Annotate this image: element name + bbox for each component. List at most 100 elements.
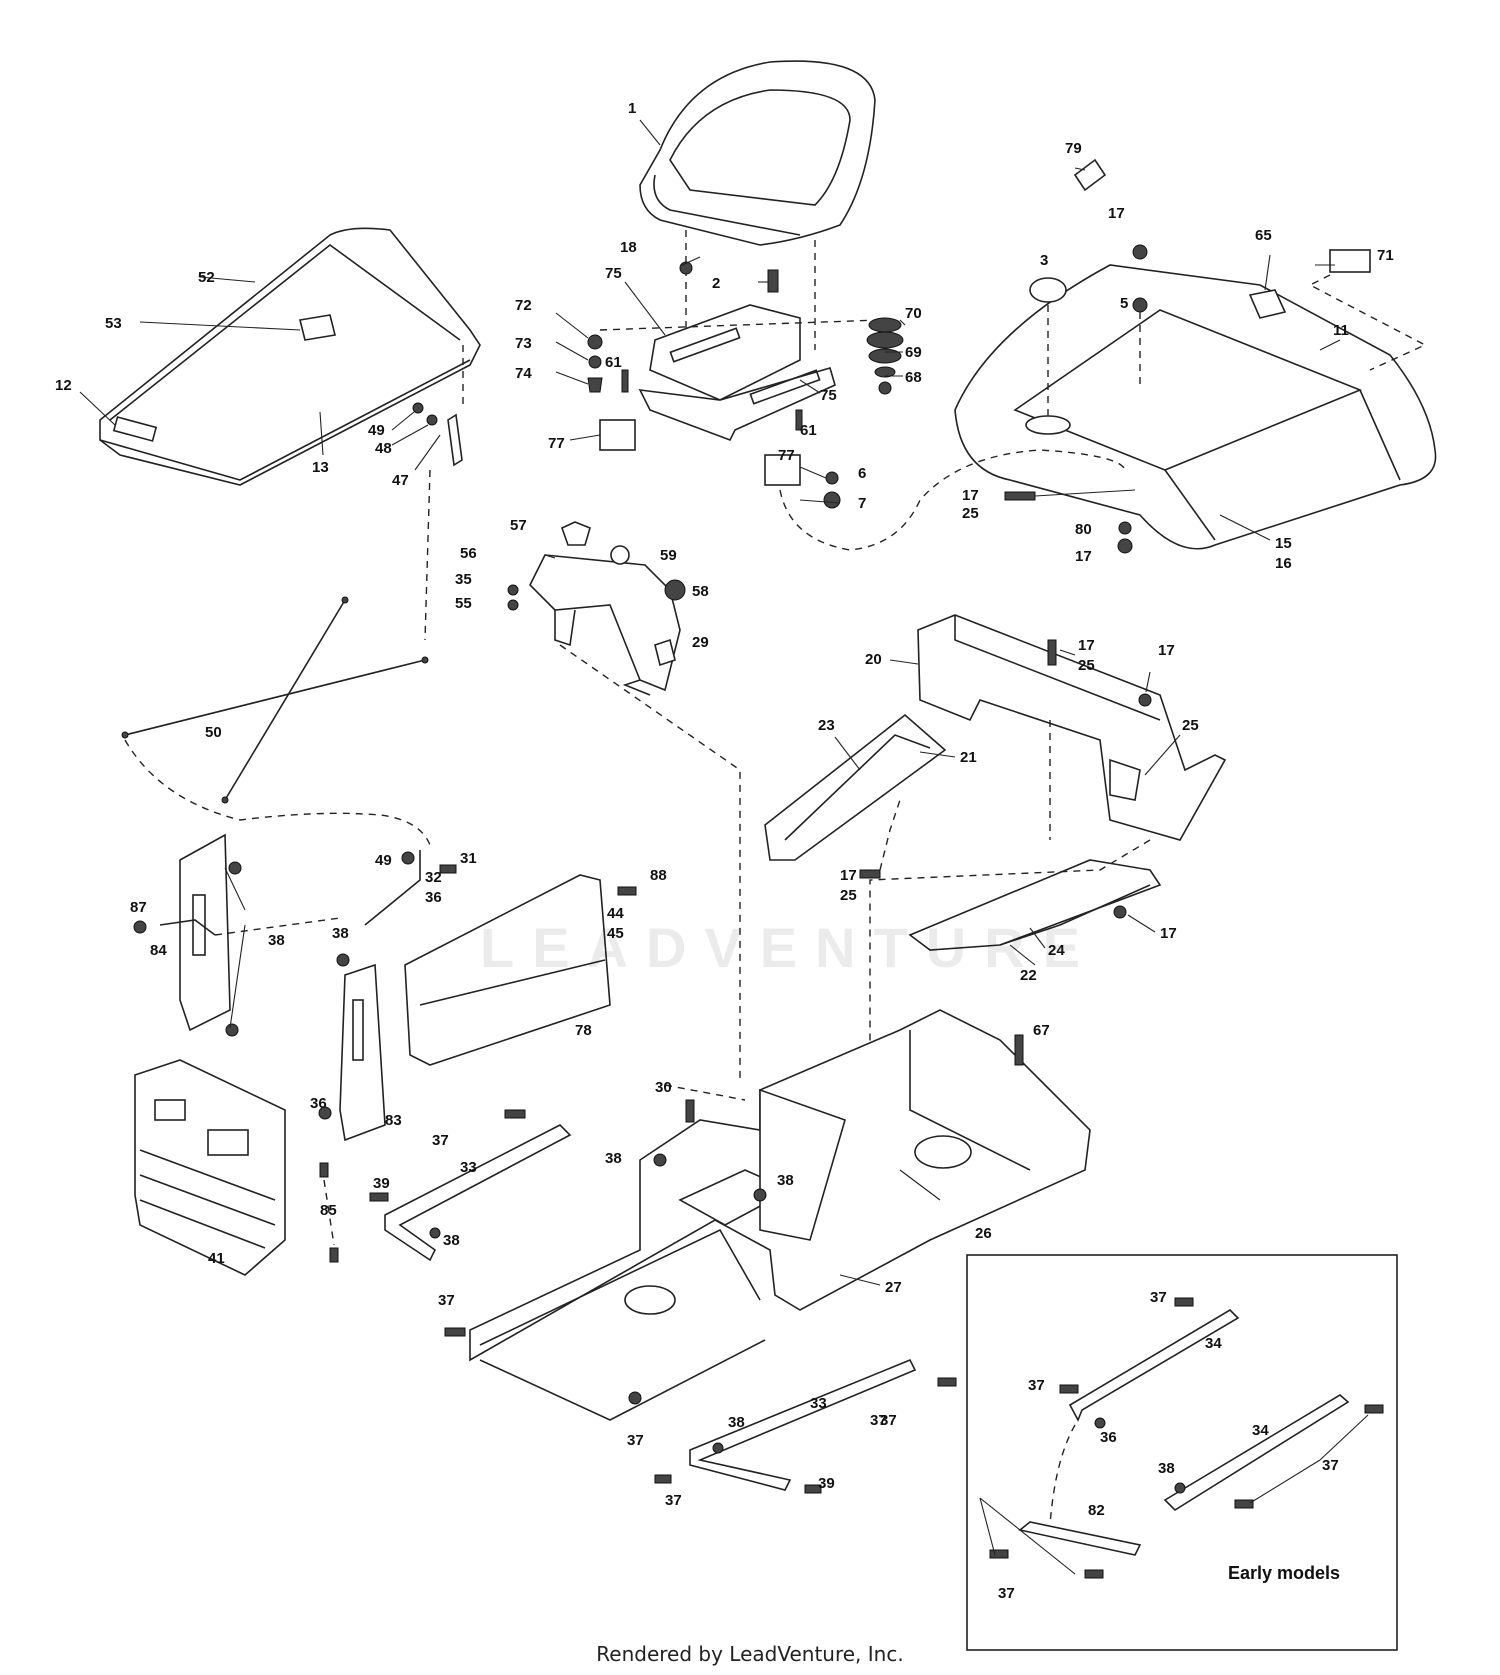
part-label: 77 <box>778 447 795 464</box>
part-label: 38 <box>268 932 285 949</box>
part-label: 32 <box>425 869 442 886</box>
part-label: 33 <box>460 1159 477 1176</box>
washer-part <box>610 545 630 565</box>
bolt-hardware <box>1014 1034 1024 1066</box>
part-label: 38 <box>605 1150 622 1167</box>
part-label: 37 <box>627 1432 644 1449</box>
bolt-hardware <box>685 1099 695 1123</box>
footrest-left-part <box>764 713 947 861</box>
part-label: 70 <box>905 305 922 322</box>
part-label: 18 <box>620 239 637 256</box>
part-label: 80 <box>1075 521 1092 538</box>
dash-line <box>869 839 1151 1155</box>
footer-credit: Rendered by LeadVenture, Inc. <box>596 1642 904 1666</box>
part-label: 25 <box>1078 657 1095 674</box>
part-label: 37 <box>432 1132 449 1149</box>
front-brace-part <box>384 1124 572 1262</box>
bolt-hardware <box>369 1192 389 1202</box>
nut-hardware <box>412 402 424 414</box>
washer-hardware <box>426 414 438 426</box>
dash-line <box>214 917 341 936</box>
part-label: 38 <box>1158 1460 1175 1477</box>
part-label: 61 <box>800 422 817 439</box>
cap-plug-part <box>1029 277 1067 303</box>
part-label: 36 <box>1100 1429 1117 1446</box>
nut-hardware <box>1113 905 1127 919</box>
bolt-hardware <box>1084 1569 1104 1579</box>
part-label: 73 <box>515 335 532 352</box>
dash-line <box>1308 274 1427 371</box>
decal-part <box>561 521 591 546</box>
part-label: 17 <box>840 867 857 884</box>
part-label: 52 <box>198 269 215 286</box>
part-label: 7 <box>858 495 866 512</box>
washer-hardware <box>1118 521 1132 535</box>
hood-part <box>99 227 481 486</box>
bracket-part <box>654 638 676 667</box>
part-label: 24 <box>1048 942 1065 959</box>
bolt-hardware <box>439 864 457 874</box>
part-label: 49 <box>368 422 385 439</box>
part-label: 68 <box>905 369 922 386</box>
part-label: 67 <box>1033 1022 1050 1039</box>
part-label: 26 <box>975 1225 992 1242</box>
nut-hardware <box>429 1227 441 1239</box>
rear-brace-part <box>689 1358 917 1491</box>
part-label: 77 <box>548 435 565 452</box>
part-label: 16 <box>1275 555 1292 572</box>
part-label: 37 <box>880 1412 897 1429</box>
part-label: 61 <box>605 354 622 371</box>
lift-link-part <box>364 850 421 926</box>
nut-hardware <box>401 851 415 865</box>
dash-line <box>424 469 431 641</box>
part-label: 59 <box>660 547 677 564</box>
nut-hardware <box>587 334 603 350</box>
hinge-part <box>447 413 463 467</box>
nut-hardware <box>1094 1417 1106 1429</box>
nut-hardware <box>507 584 519 596</box>
nut-hardware <box>653 1153 667 1167</box>
seat-stop-part <box>599 419 636 451</box>
part-label: 78 <box>575 1022 592 1039</box>
inset-brace-upper-part <box>1068 1308 1240 1422</box>
nut-hardware <box>1117 538 1133 554</box>
part-label: 17 <box>1078 637 1095 654</box>
inset-bar-part <box>1018 1521 1142 1556</box>
part-label: 17 <box>1158 642 1175 659</box>
part-labels: 1 18 2 75 72 73 74 61 75 61 77 77 6 7 70… <box>55 100 1394 1602</box>
decal-part <box>1073 158 1107 192</box>
part-label: 37 <box>438 1292 455 1309</box>
part-label: 27 <box>885 1279 902 1296</box>
side-panel-part <box>404 874 611 1066</box>
nut-hardware <box>664 579 686 601</box>
part-label: 23 <box>818 717 835 734</box>
inset-title: Early models <box>1228 1563 1341 1583</box>
dash-line <box>879 799 901 871</box>
part-label: 35 <box>455 571 472 588</box>
bolt-hardware <box>1174 1297 1194 1307</box>
part-label: 39 <box>373 1175 390 1192</box>
part-label: 75 <box>605 265 622 282</box>
part-label: 53 <box>105 315 122 332</box>
part-label: 38 <box>332 925 349 942</box>
part-label: 56 <box>460 545 477 562</box>
part-label: 2 <box>712 275 720 292</box>
part-label: 37 <box>665 1492 682 1509</box>
part-label: 71 <box>1377 247 1394 264</box>
part-label: 31 <box>460 850 477 867</box>
part-label: 25 <box>962 505 979 522</box>
part-label: 17 <box>1108 205 1125 222</box>
part-label: 17 <box>1160 925 1177 942</box>
dash-line <box>664 1084 746 1101</box>
leader-line <box>639 119 661 146</box>
part-label: 88 <box>650 867 667 884</box>
part-label: 37 <box>870 1412 887 1429</box>
part-label: 21 <box>960 749 977 766</box>
washer-hardware <box>507 599 519 611</box>
part-label: 1 <box>628 100 636 117</box>
nut-hardware <box>628 1391 642 1405</box>
bolt-hardware <box>767 269 779 293</box>
nut-hardware <box>1138 693 1152 707</box>
part-label: 44 <box>607 905 624 922</box>
nut-hardware <box>1132 244 1148 260</box>
